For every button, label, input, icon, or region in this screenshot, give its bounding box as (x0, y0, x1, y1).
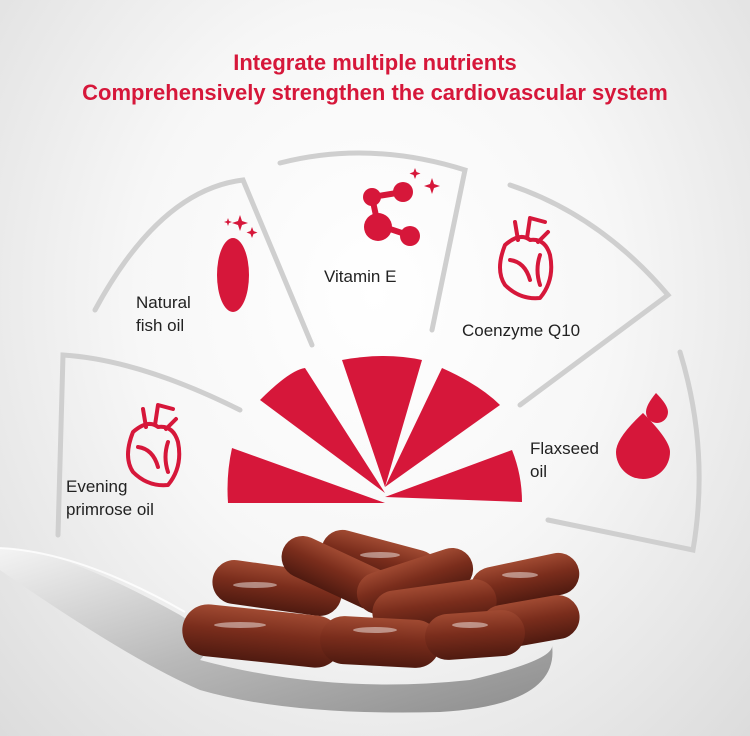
capsule-icon (217, 215, 258, 312)
label-flaxseed-2: oil (530, 462, 548, 481)
capsules (182, 529, 580, 668)
molecule-icon (363, 168, 440, 246)
arc-fish-oil (92, 177, 315, 348)
arc-vitamin-e (277, 150, 468, 333)
heart-icon-coq10 (498, 216, 554, 301)
spoon (0, 547, 553, 713)
arc-coq10 (507, 182, 672, 408)
droplet-icon (616, 393, 670, 479)
label-primrose-2: primrose oil (66, 500, 154, 519)
red-wedges (227, 356, 522, 503)
headline-line-1: Integrate multiple nutrients (233, 50, 517, 75)
arc-flaxseed (545, 349, 702, 553)
wedge-5 (385, 450, 522, 502)
label-fish-oil-2: fish oil (136, 316, 185, 335)
label-coq10: Coenzyme Q10 (462, 321, 581, 340)
wedge-4 (385, 368, 500, 487)
headline-line-2: Comprehensively strengthen the cardiovas… (82, 80, 668, 105)
label-flaxseed-1: Flaxseed (530, 439, 599, 458)
wedge-1 (227, 448, 385, 503)
heart-icon-primrose (126, 403, 182, 488)
label-vitamin-e: Vitamin E (324, 267, 397, 286)
label-primrose-1: Evening (66, 477, 128, 496)
label-fish-oil-1: Natural (136, 293, 191, 312)
fan-arcs (55, 150, 702, 553)
arc-primrose (55, 352, 243, 538)
wedge-2 (260, 368, 385, 493)
wedge-3 (342, 356, 422, 487)
